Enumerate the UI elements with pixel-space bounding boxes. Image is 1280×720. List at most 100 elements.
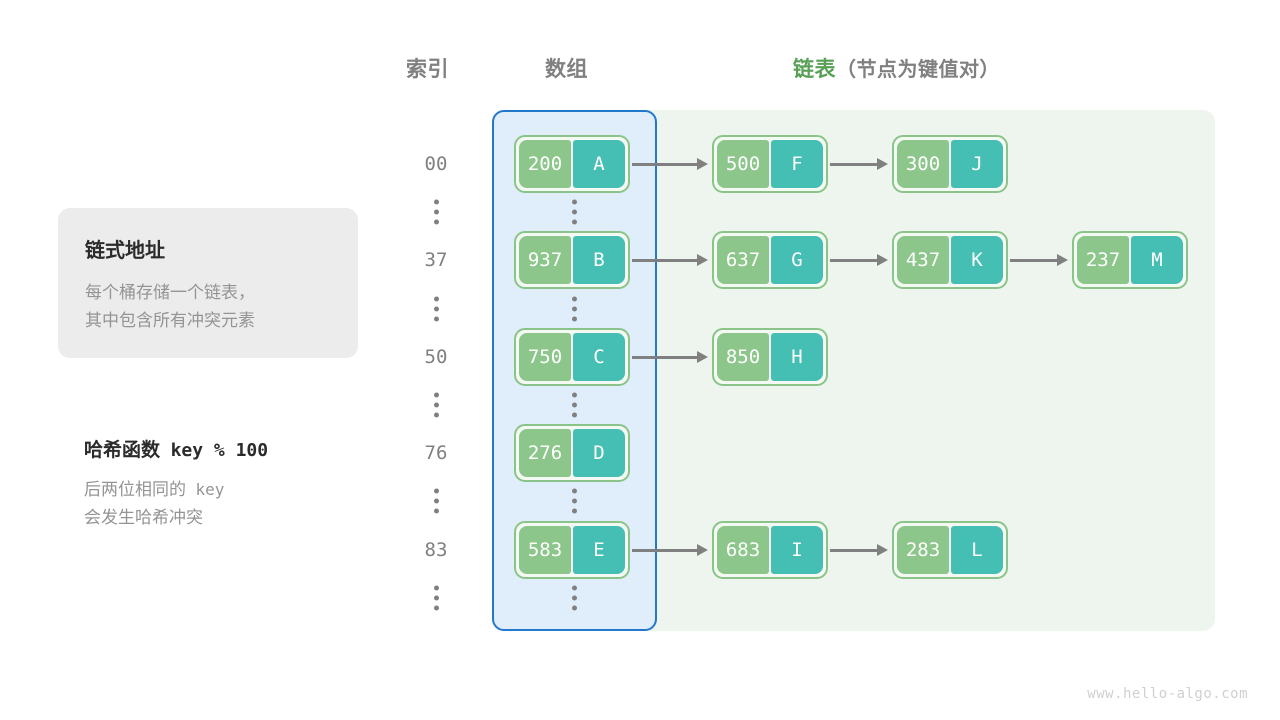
ellipsis-dot [571,412,577,418]
ellipsis-dot [433,498,439,504]
index-column-ellipsis [429,585,443,611]
node-value: B [573,236,625,284]
node-value: G [771,236,823,284]
node-key: 937 [519,236,571,284]
ellipsis-dot [571,296,577,302]
node-value: D [573,429,625,477]
hash-function-expression: key % 100 [170,440,269,461]
array-column-ellipsis [567,199,581,225]
ellipsis-dot [433,306,439,312]
index-column-ellipsis [429,392,443,418]
node-value: H [771,333,823,381]
info-card-title: 链式地址 [85,240,165,262]
node-value: L [951,526,1003,574]
ellipsis-dot [571,585,577,591]
node-value: I [771,526,823,574]
ellipsis-dot [433,219,439,225]
info-card-line-2: 其中包含所有冲突元素 [85,310,255,330]
hash-function-title: 哈希函数 key % 100 [84,435,384,462]
hash-note-line-1: 后两位相同的 key [84,476,384,504]
node-key: 750 [519,333,571,381]
index-column-ellipsis [429,199,443,225]
hash-note-line-2: 会发生哈希冲突 [84,507,203,527]
ellipsis-dot [571,498,577,504]
ellipsis-dot [571,306,577,312]
header-linked-list-main: 链表 [793,58,836,81]
array-column-ellipsis [567,296,581,322]
ellipsis-dot [433,199,439,205]
ellipsis-dot [433,402,439,408]
node-value: E [573,526,625,574]
bucket-index-label: 00 [424,153,448,175]
node-key: 500 [717,140,769,188]
node-value: K [951,236,1003,284]
node-key: 237 [1077,236,1129,284]
node-key: 300 [897,140,949,188]
node-key: 276 [519,429,571,477]
bucket-index-label: 37 [424,249,448,271]
ellipsis-dot [571,508,577,514]
ellipsis-dot [433,605,439,611]
ellipsis-dot [571,595,577,601]
header-array: 数组 [545,58,588,81]
node-value: M [1131,236,1183,284]
bucket-index-label: 83 [424,539,448,561]
array-column-ellipsis [567,392,581,418]
ellipsis-dot [571,316,577,322]
ellipsis-dot [433,209,439,215]
ellipsis-dot [571,209,577,215]
hash-function-block: 哈希函数 key % 100 后两位相同的 key 会发生哈希冲突 [84,435,384,531]
watermark: www.hello-algo.com [1087,686,1248,702]
index-column-ellipsis [429,296,443,322]
header-linked-list: 链表（节点为键值对） [793,53,1000,83]
ellipsis-dot [433,412,439,418]
node-value: J [951,140,1003,188]
header-index: 索引 [406,58,449,81]
ellipsis-dot [571,219,577,225]
info-card-chaining: 链式地址 每个桶存储一个链表， 其中包含所有冲突元素 [58,208,358,358]
info-card-line-1: 每个桶存储一个链表， [85,283,255,302]
ellipsis-dot [433,508,439,514]
ellipsis-dot [433,392,439,398]
node-key: 437 [897,236,949,284]
linked-list-region [560,110,1215,631]
array-column-ellipsis [567,488,581,514]
ellipsis-dot [571,199,577,205]
hash-function-label: 哈希函数 [84,440,161,461]
ellipsis-dot [433,595,439,601]
bucket-index-label: 76 [424,442,448,464]
node-key: 637 [717,236,769,284]
header-linked-list-sub: （节点为键值对） [836,59,1000,81]
node-key: 283 [897,526,949,574]
ellipsis-dot [433,296,439,302]
node-value: F [771,140,823,188]
node-key: 200 [519,140,571,188]
hash-note-line-1-key: key [195,480,225,499]
node-key: 583 [519,526,571,574]
index-column-ellipsis [429,488,443,514]
ellipsis-dot [571,488,577,494]
ellipsis-dot [433,488,439,494]
ellipsis-dot [571,402,577,408]
ellipsis-dot [433,585,439,591]
node-key: 683 [717,526,769,574]
node-value: C [573,333,625,381]
hash-note-line-1-text: 后两位相同的 [84,480,186,499]
ellipsis-dot [571,605,577,611]
bucket-index-label: 50 [424,346,448,368]
ellipsis-dot [433,316,439,322]
node-value: A [573,140,625,188]
